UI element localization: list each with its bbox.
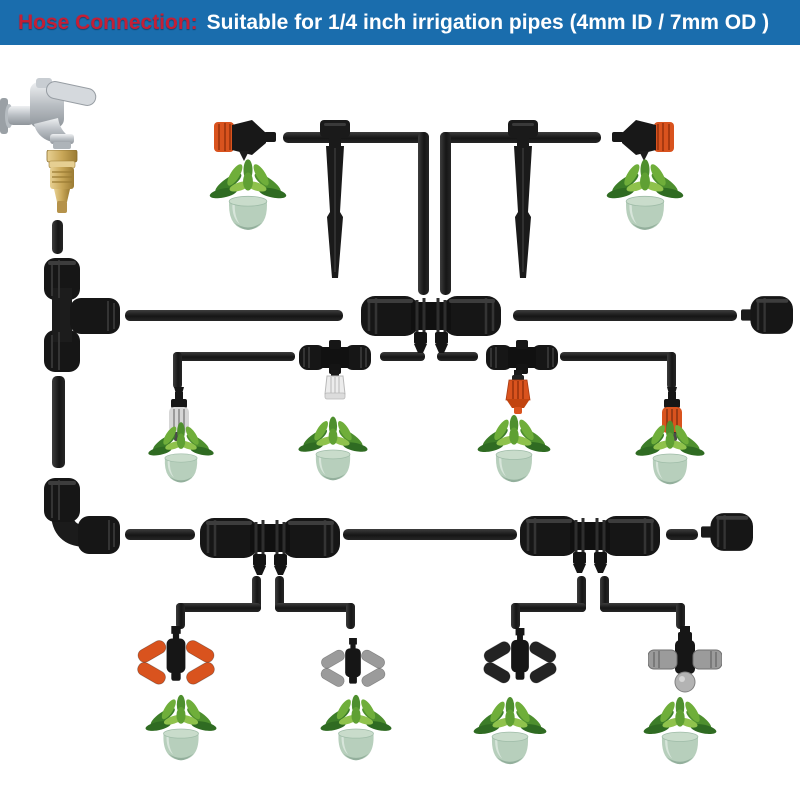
tubing-segment-supply-upper [52,220,63,254]
tubing-bottom-right [666,529,698,540]
tubing-manifoldB-left-drop [577,576,586,612]
brass-adapter-icon [46,150,78,216]
elbow-connector-icon [40,478,120,556]
tee-connector-icon-mid-right [486,340,558,374]
tubing-bottom-mid [343,529,517,540]
tee-connector-icon-mid-left [299,340,371,374]
tubing-manifoldB-right-down [676,603,685,629]
tubing-manifoldA-right-down [346,603,355,629]
cross-sprayer-icon-black [477,628,563,696]
tubing-manifoldA-right-run [275,603,355,612]
tubing-manifoldB-right-run [600,603,685,612]
tubing-mid-inner-left [380,352,425,361]
plant-icon-bottom-4 [640,690,720,768]
drip-stake-icon-left [316,120,354,282]
tubing-main-right [513,310,737,321]
mist-nozzle-white-icon [322,370,348,400]
header-banner: Hose Connection: Suitable for 1/4 inch i… [0,0,800,45]
drip-stake-icon-right [504,120,542,282]
tubing-manifoldB-left-run [511,603,586,612]
tubing-top-right-drop [440,132,451,295]
coupling-manifold-icon-center [361,292,501,356]
tubing-mid-outer-right [560,352,676,361]
plant-icon-mid-3 [472,408,556,486]
tubing-mid-outer-left [173,352,295,361]
tee-connector-icon [40,258,120,372]
plant-icon-bottom-1 [142,688,220,764]
plant-icon-bottom-2 [314,688,398,764]
tubing-manifoldA-left-down [176,603,185,629]
plant-icon-top-right [599,152,691,234]
tubing-mid-outer-left-drop [173,352,182,389]
coupling-manifold-icon-right [520,512,660,576]
plant-icon-bottom-3 [470,690,550,768]
tubing-top-left-drop [418,132,429,295]
tubing-manifoldB-left-down [511,603,520,629]
tubing-manifoldA-left-run [176,603,261,612]
end-plug-icon-bottom [701,510,753,554]
tubing-bottom-left [125,529,195,540]
plant-icon-mid-1 [143,416,219,486]
tubing-top-left [283,132,429,143]
tubing-main-left [125,310,343,321]
plant-icon-mid-2 [294,410,372,484]
faucet-icon [0,78,100,150]
tubing-segment-supply-lower [52,376,65,468]
plant-icon-mid-4 [628,414,712,488]
header-label: Hose Connection: [18,10,198,34]
end-plug-icon-main [741,294,793,336]
header-text: Suitable for 1/4 inch irrigation pipes (… [206,10,770,34]
plant-icon-top-left [202,152,294,234]
tubing-mid-outer-right-drop [667,352,676,389]
tubing-mid-inner-right [437,352,478,361]
coupling-manifold-icon-left [200,514,340,578]
tubing-manifoldA-left-drop [252,576,261,612]
tubing-manifoldA-right-drop [275,576,284,612]
tubing-manifoldB-right-drop [600,576,609,612]
cross-sprayer-icon-twin-gray [648,626,722,694]
